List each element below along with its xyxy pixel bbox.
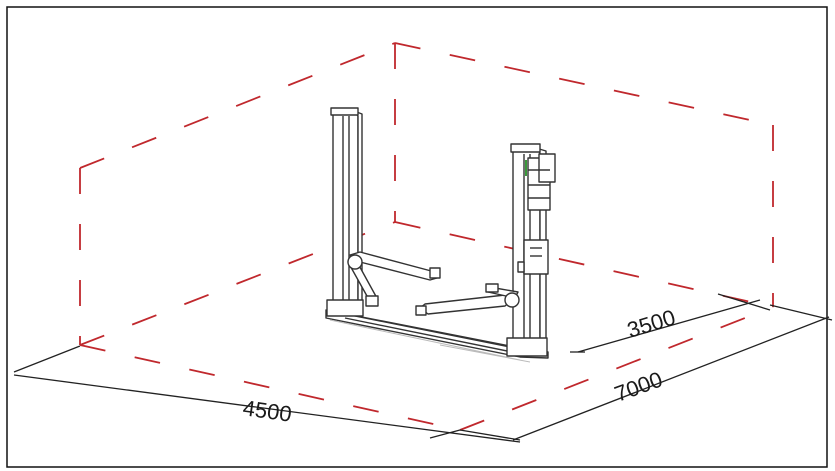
diagram-border (6, 6, 828, 468)
right-lift-arms (415, 283, 520, 316)
two-post-lift (325, 107, 556, 363)
lift-floor-shadow (329, 319, 531, 363)
dim-3500-ext-right (717, 293, 771, 311)
left-column (326, 107, 364, 317)
dim-7000-line (512, 316, 830, 441)
control-box (517, 239, 549, 275)
left-lift-arms (347, 251, 441, 307)
dim-4500-line (13, 374, 521, 443)
dim-4500-ext-right (429, 429, 461, 439)
envelope-floor-front-right (459, 306, 774, 431)
dimension-label-3500: 3500 (624, 305, 678, 343)
dim-4500-ext-left (13, 345, 81, 373)
envelope-floor-back-right (394, 221, 774, 308)
lift-base-line (339, 312, 516, 349)
power-unit (525, 153, 556, 211)
dim-7000-ext-right (769, 304, 833, 321)
envelope-top-left-edge (79, 42, 396, 169)
installation-envelope (79, 42, 774, 431)
envelope-floor-front-left (79, 344, 461, 431)
dimension-label-4500: 4500 (241, 395, 293, 427)
dimension-lines (13, 293, 833, 443)
lift-base-line-2 (344, 317, 513, 353)
dimension-label-7000: 7000 (611, 366, 666, 406)
dim-7000-ext-left (459, 429, 521, 441)
dim-3500-line (577, 299, 761, 353)
envelope-top-right-edge (394, 42, 774, 126)
